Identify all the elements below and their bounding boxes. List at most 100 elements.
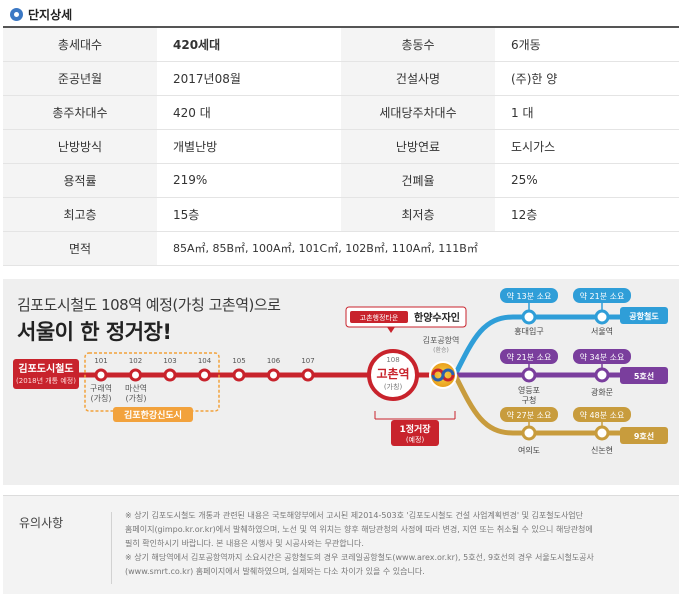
station-yeouido	[521, 425, 537, 441]
station-102-name: 마산역	[125, 383, 147, 393]
info-label: 건폐율	[341, 163, 495, 198]
station-101-sub: (가칭)	[91, 394, 112, 403]
time-badge-hongdae	[500, 288, 558, 303]
line-airport: 공항철도	[629, 311, 659, 321]
line-badge-5	[620, 367, 668, 384]
station-marker	[163, 368, 177, 382]
station-marker	[198, 368, 211, 382]
line-9-label: 9호선	[634, 431, 654, 441]
line-badge-airport	[620, 307, 668, 324]
time-badge-yeongdeungpo	[500, 349, 558, 364]
info-label: 총주차대수	[3, 95, 157, 130]
one-stop-box	[391, 420, 439, 446]
airport-station-sub: (환승)	[433, 346, 449, 354]
info-label: 용적률	[3, 163, 157, 198]
info-label: 면적	[3, 231, 157, 266]
info-value: 2017년08월	[157, 61, 341, 96]
station-yeongdeungpo-name: 영등포	[518, 385, 540, 395]
info-value: 25%	[495, 163, 679, 198]
station-gwanghwamun	[594, 367, 610, 383]
time-yeongdeungpo: 약 21분 소요	[507, 352, 552, 362]
time-gwanghwamun: 약 34분 소요	[580, 352, 625, 362]
info-value: 420 대	[157, 95, 341, 130]
bullet-icon	[10, 7, 23, 21]
notes-line: 필히 확인하시기 바랍니다. 본 내용은 시행사 및 시공사와는 무관합니다.	[125, 539, 364, 548]
airport-station-name: 김포공항역	[423, 335, 460, 345]
station-yeongdeungpo-name-2: 구청	[522, 396, 537, 405]
info-label: 총세대수	[3, 27, 157, 62]
info-label: 난방방식	[3, 129, 157, 164]
transfer-icon-swirl-2	[431, 368, 455, 382]
time-yeouido: 약 27분 소요	[507, 410, 552, 420]
gimpo-line-sub: (2018년 개통 예정)	[16, 376, 76, 385]
time-badge-seoul	[573, 288, 631, 303]
station-seoul-name: 서울역	[591, 326, 613, 336]
info-value: (주)한 양	[495, 61, 679, 96]
station-marker	[232, 368, 246, 382]
time-sinnonhyeon: 약 48분 소요	[580, 410, 625, 420]
station-101-name: 구래역	[90, 383, 112, 393]
transit-map: 김포도시철도 108역 예정(가칭 고촌역)으로 서울이 한 정거장! 김포도시…	[3, 279, 679, 485]
brand-name: 한양수자인	[414, 311, 460, 324]
station-marker	[129, 368, 142, 382]
map-headline: 김포도시철도 108역 예정(가칭 고촌역)으로	[17, 296, 281, 314]
station-hongdae-name: 홍대입구	[514, 326, 543, 336]
info-label: 최고층	[3, 197, 157, 232]
station-number: 102	[129, 357, 142, 365]
station-marker	[94, 368, 108, 382]
notes-line: ※ 상기 해당역에서 김포공항역까지 소요시간은 공항철도의 경우 코레일공항철…	[125, 553, 594, 562]
notes-text: ※ 상기 김포도시철도 개통과 관련된 내용은 국토해양부에서 고시된 제201…	[125, 509, 677, 579]
area-value: 85A㎡, 85B㎡, 100A㎡, 101C㎡, 102B㎡, 110A㎡, …	[157, 231, 679, 266]
station-number: 104	[198, 357, 212, 365]
info-label: 건설사명	[341, 61, 495, 96]
info-value: 12층	[495, 197, 679, 232]
station-sinnonhyeon-name: 신논현	[591, 446, 613, 455]
gimpo-line-label-box	[13, 359, 79, 389]
brand-badge-pointer	[387, 327, 395, 333]
station-yeouido-name: 여의도	[518, 445, 540, 455]
station-sinnonhyeon	[594, 425, 610, 441]
time-badge-yeouido	[500, 407, 558, 422]
info-label: 총동수	[341, 27, 495, 62]
line-9	[452, 373, 645, 436]
station-hongdae	[521, 309, 537, 325]
info-label: 세대당주차대수	[341, 95, 495, 130]
info-value: 15층	[157, 197, 341, 232]
map-headline-main: 서울이 한 정거장!	[17, 320, 172, 344]
station-number: 105	[232, 357, 245, 365]
time-seoul: 약 21분 소요	[580, 291, 625, 301]
station-number: 103	[163, 357, 176, 365]
info-value: 1 대	[495, 95, 679, 130]
time-badge-sinnonhyeon	[573, 407, 631, 422]
one-stop-sub: (예정)	[406, 435, 425, 444]
notes-line: 홈페이지(gimpo.kr.or.kr)에서 발췌하였으며, 노선 및 역 위치…	[125, 525, 593, 534]
time-hongdae: 약 13분 소요	[507, 291, 552, 301]
newtown-label-box	[113, 407, 193, 422]
station-marker	[267, 368, 280, 382]
station-number: 107	[301, 357, 314, 365]
station-number: 101	[94, 357, 107, 365]
notes-line: (www.smrt.co.kr) 홈페이지에서 발췌하였으며, 실제와는 다소 …	[125, 567, 425, 576]
notes-divider	[111, 512, 112, 584]
notes-line: ※ 상기 김포도시철도 개통과 관련된 내용은 국토해양부에서 고시된 제201…	[125, 511, 584, 520]
gimpo-line-label: 김포도시철도	[18, 362, 73, 375]
section-title: 단지상세	[28, 7, 73, 22]
info-label: 최저층	[341, 197, 495, 232]
brand-badge: 고촌행정타운	[360, 313, 399, 322]
info-value: 219%	[157, 163, 341, 198]
notes-panel: 유의사항 ※ 상기 김포도시철도 개통과 관련된 내용은 국토해양부에서 고시된…	[3, 495, 679, 594]
station-seoul	[594, 309, 610, 325]
station-marker	[301, 368, 315, 382]
gochon-name: 고촌역	[376, 366, 409, 381]
airport-railroad-line	[452, 314, 645, 377]
line-5-label: 5호선	[634, 371, 654, 381]
station-102-sub: (가칭)	[126, 394, 147, 403]
